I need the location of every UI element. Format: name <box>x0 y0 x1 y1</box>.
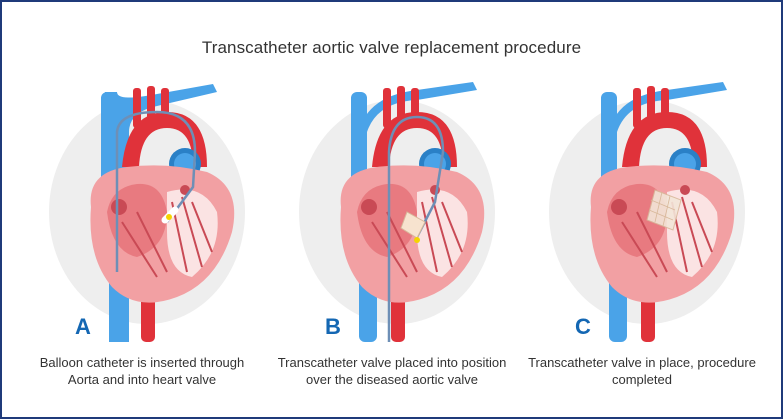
panel-c: C Transcatheter valve in place, procedur… <box>517 72 767 402</box>
caption-c-line-2: completed <box>517 371 767 388</box>
panel-letter-b: B <box>325 314 341 340</box>
panel-b: B Transcatheter valve placed into positi… <box>267 72 517 402</box>
panel-letter-c: C <box>575 314 591 340</box>
panel-a: A Balloon catheter is inserted through A… <box>17 72 267 402</box>
caption-a-line-1: Balloon catheter is inserted through <box>17 354 267 371</box>
caption-c-line-1: Transcatheter valve in place, procedure <box>517 354 767 371</box>
heart-illustration-a <box>17 72 267 352</box>
panel-letter-a: A <box>75 314 91 340</box>
panel-caption-c: Transcatheter valve in place, procedure … <box>517 354 767 388</box>
diagram-title: Transcatheter aortic valve replacement p… <box>2 38 781 58</box>
panel-caption-a: Balloon catheter is inserted through Aor… <box>17 354 267 388</box>
caption-a-line-2: Aorta and into heart valve <box>17 371 267 388</box>
caption-b-line-2: over the diseased aortic valve <box>267 371 517 388</box>
heart-illustration-b <box>267 72 517 352</box>
panel-caption-b: Transcatheter valve placed into position… <box>267 354 517 388</box>
heart-illustration-c <box>517 72 767 352</box>
caption-b-line-1: Transcatheter valve placed into position <box>267 354 517 371</box>
